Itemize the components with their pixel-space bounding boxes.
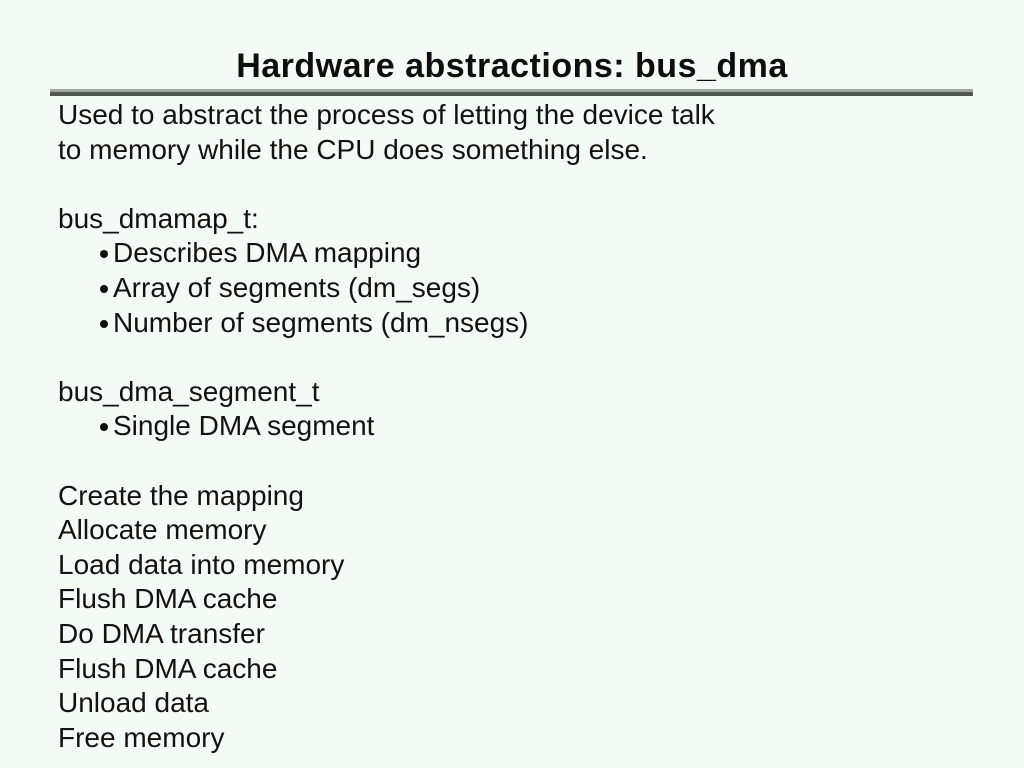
spacer xyxy=(58,340,998,375)
bullet-icon xyxy=(100,423,108,432)
bullet-item: Number of segments (dm_nsegs) xyxy=(58,306,998,341)
spacer xyxy=(58,444,998,479)
slide-body: Used to abstract the process of letting … xyxy=(58,98,998,755)
title-divider xyxy=(50,89,973,96)
bullet-item: Single DMA segment xyxy=(58,409,998,444)
intro-line: to memory while the CPU does something e… xyxy=(58,133,648,165)
spacer xyxy=(58,167,998,202)
bullet-text: Describes DMA mapping xyxy=(113,237,422,269)
section-heading: bus_dmamap_t: xyxy=(58,202,259,234)
bullet-text: Single DMA segment xyxy=(113,410,375,442)
bullet-text: Array of segments (dm_segs) xyxy=(113,271,481,303)
step-line: Allocate memory xyxy=(58,514,267,546)
intro-line: Used to abstract the process of letting … xyxy=(58,99,715,130)
step-line: Flush DMA cache xyxy=(58,652,278,684)
step-line: Create the mapping xyxy=(58,479,304,511)
step-line: Free memory xyxy=(58,721,225,753)
bullet-icon xyxy=(100,250,108,259)
step-line: Flush DMA cache xyxy=(58,583,278,615)
step-line: Load data into memory xyxy=(58,548,345,580)
slide-title: Hardware abstractions: bus_dma xyxy=(236,47,788,85)
bullet-item: Array of segments (dm_segs) xyxy=(58,271,998,306)
bullet-icon xyxy=(100,319,108,328)
step-line: Unload data xyxy=(58,687,210,719)
bullet-text: Number of segments (dm_nsegs) xyxy=(113,306,529,338)
bullet-icon xyxy=(100,284,108,293)
bullet-item: Describes DMA mapping xyxy=(58,236,998,271)
step-line: Do DMA transfer xyxy=(58,617,265,649)
section-heading: bus_dma_segment_t xyxy=(58,375,320,407)
